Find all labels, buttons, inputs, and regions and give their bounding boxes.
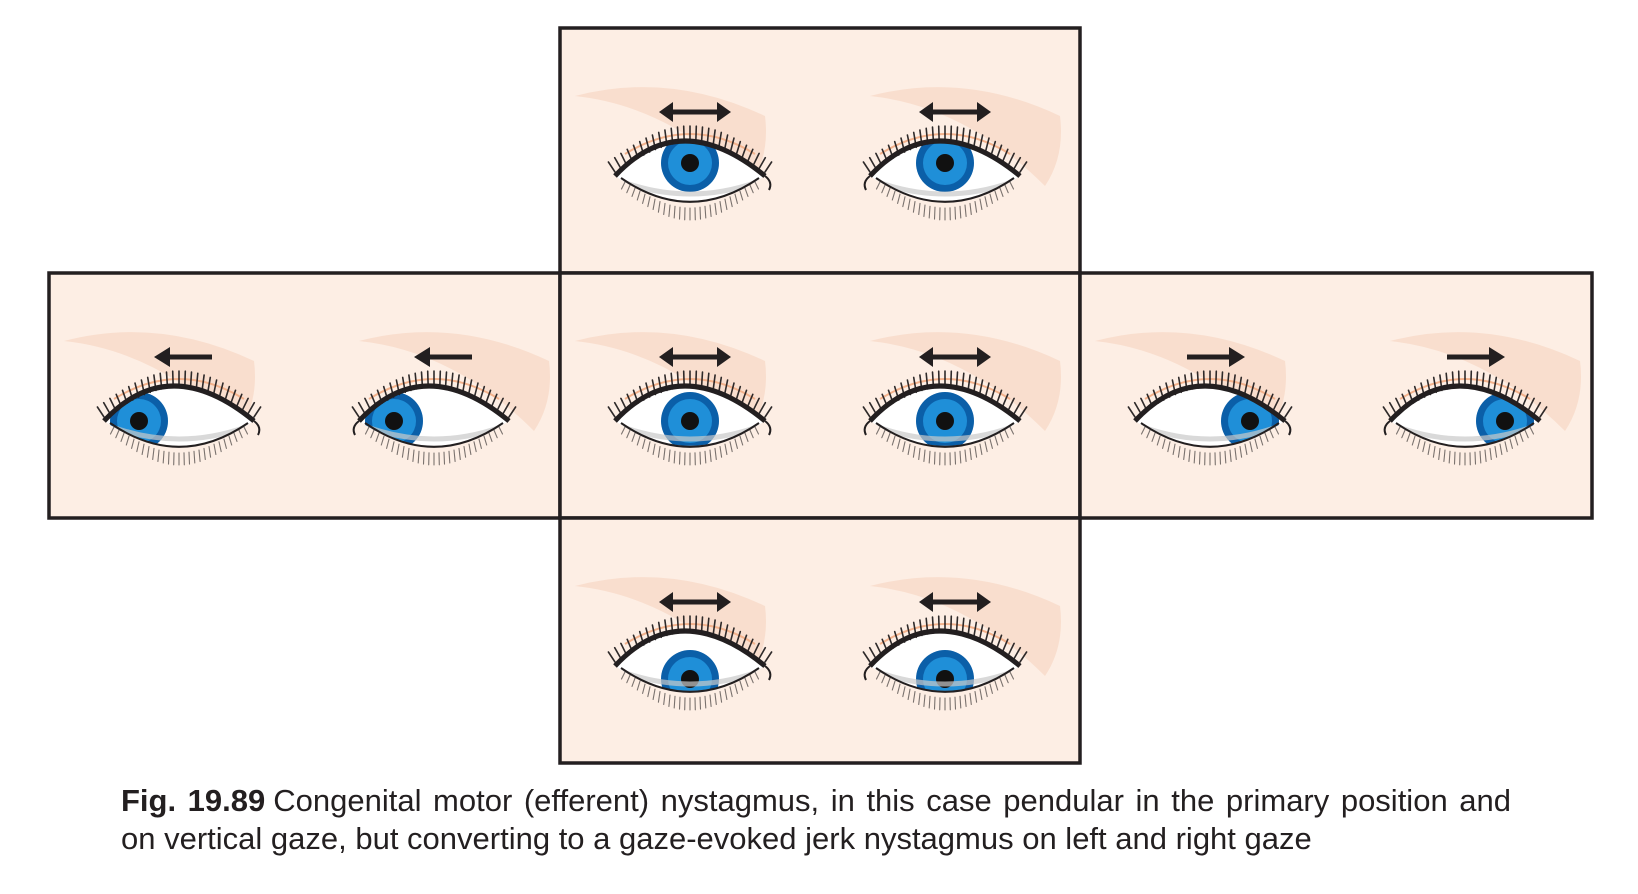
lower-eyelid (620, 422, 760, 448)
lower-eyelid (875, 177, 1015, 203)
double-headed-arrow-down-a-icon (659, 592, 731, 612)
lower-eyelid (1140, 422, 1280, 448)
upper-eyelid (613, 383, 767, 423)
upper-eyelid (1388, 383, 1542, 423)
lower-eyelid (364, 422, 504, 448)
brow-shading (870, 577, 1061, 676)
pupil (130, 412, 148, 430)
pupil (936, 154, 954, 172)
pupil (681, 154, 699, 172)
panel-border (1078, 271, 1594, 520)
double-headed-arrow-center-a-icon (659, 347, 731, 367)
panel-right (1078, 271, 1594, 520)
lower-eyelid (1395, 422, 1535, 448)
double-headed-arrow-up-b-icon (919, 102, 991, 122)
right-arrow-right-a-icon (1187, 347, 1245, 367)
double-headed-arrow-down-b-icon (919, 592, 991, 612)
eye-left-of-subject-left (351, 332, 550, 466)
upper-eyelid (613, 138, 767, 178)
lower-eyelid (875, 422, 1015, 448)
pupil (385, 412, 403, 430)
eye-left-of-subject-center (862, 332, 1061, 466)
brow-shading (870, 332, 1061, 431)
upper-eyelid (357, 383, 511, 423)
caption-text: Congenital motor (efferent) nystagmus, i… (121, 783, 1511, 856)
pupil (1496, 412, 1514, 430)
panel-left (47, 271, 562, 520)
panel-center (558, 271, 1082, 520)
upper-eyelid (868, 383, 1022, 423)
upper-eyelid (1133, 383, 1287, 423)
left-arrow-left-a-icon (154, 347, 212, 367)
panel-border (558, 516, 1082, 765)
pupil (1241, 412, 1259, 430)
upper-eyelid (102, 383, 256, 423)
left-arrow-left-b-icon (414, 347, 472, 367)
panel-up (558, 26, 1082, 275)
double-headed-arrow-up-a-icon (659, 102, 731, 122)
panel-background (1080, 273, 1592, 518)
panel-down (558, 516, 1082, 765)
eye-left-of-subject-down (862, 577, 1061, 711)
brow-shading (1390, 332, 1581, 431)
nystagmus-figure (47, 26, 1594, 765)
double-headed-arrow-center-b-icon (919, 347, 991, 367)
pupil (681, 412, 699, 430)
upper-eyelid (868, 138, 1022, 178)
pupil (936, 412, 954, 430)
lower-eyelid (620, 177, 760, 203)
lower-eyelid (620, 667, 760, 693)
panel-background (49, 273, 560, 518)
brow-shading (359, 332, 550, 431)
lower-eyelid (109, 422, 249, 448)
right-arrow-right-b-icon (1447, 347, 1505, 367)
figure-label: Fig. 19.89 (121, 783, 266, 818)
upper-eyelid (868, 628, 1022, 668)
eye-left-of-subject-up (862, 87, 1061, 221)
lower-eyelid (875, 667, 1015, 693)
brow-shading (870, 87, 1061, 186)
upper-eyelid (613, 628, 767, 668)
